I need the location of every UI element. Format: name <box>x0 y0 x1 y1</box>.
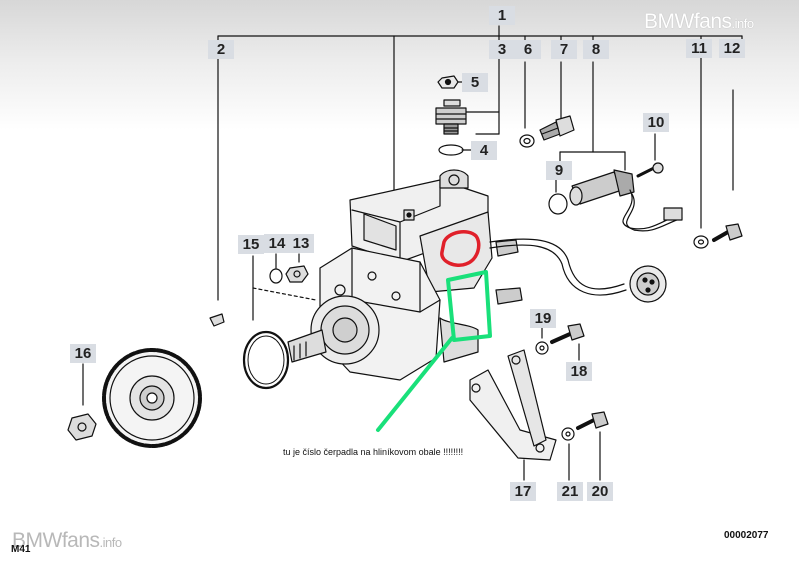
part-3-valve <box>435 99 467 135</box>
part-20-bolt <box>576 411 609 430</box>
callout-5: 5 <box>462 73 488 92</box>
watermark-top: BMWfans.info <box>644 10 754 33</box>
callout-8: 8 <box>583 40 609 59</box>
part-2-key <box>209 313 225 327</box>
callout-11: 11 <box>686 39 712 58</box>
red-highlight-circle <box>440 230 481 267</box>
part-18-bolt <box>550 323 585 344</box>
watermark-bottom: BMWfans.info <box>12 529 122 552</box>
part-8-sensor <box>569 169 683 232</box>
callout-18: 18 <box>566 362 592 381</box>
callout-2: 2 <box>208 40 234 59</box>
callout-12: 12 <box>719 39 745 58</box>
part-9-oring <box>548 193 568 215</box>
callout-7: 7 <box>551 40 577 59</box>
callout-15: 15 <box>238 235 264 254</box>
callout-10: 10 <box>643 113 669 132</box>
callout-19: 19 <box>530 309 556 328</box>
callout-4: 4 <box>471 141 497 160</box>
part-10-screw <box>636 162 664 178</box>
part-21-washer <box>561 427 575 441</box>
part-11-washer <box>693 235 709 249</box>
part-15-oring <box>242 330 290 390</box>
callout-20: 20 <box>587 482 613 501</box>
callout-3: 3 <box>489 40 515 59</box>
green-highlight <box>376 270 492 432</box>
part-4-oring <box>438 144 464 156</box>
part-17-bracket <box>469 349 557 461</box>
callout-6: 6 <box>515 40 541 59</box>
callout-13: 13 <box>288 234 314 253</box>
diagram-code-right: 00002077 <box>724 530 769 541</box>
callout-17: 17 <box>510 482 536 501</box>
leader-lines <box>82 25 743 481</box>
part-16-nut <box>67 413 97 441</box>
part-6-washer <box>519 134 535 148</box>
part-7-bolt <box>539 115 575 141</box>
part-13-nut <box>285 265 309 283</box>
callout-16: 16 <box>70 344 96 363</box>
callout-1: 1 <box>489 6 515 25</box>
part-19-washer <box>535 341 549 355</box>
callout-21: 21 <box>557 482 583 501</box>
part-12-screw <box>712 223 743 242</box>
part-14-washer <box>269 268 283 284</box>
part-5-nut <box>437 75 459 89</box>
annotation-note: tu je číslo čerpadla na hliníkovom obale… <box>283 447 464 457</box>
injection-pump <box>287 169 667 381</box>
diagram-code-left: M41 <box>11 544 31 555</box>
callout-9: 9 <box>546 161 572 180</box>
part-16-sprocket <box>102 348 202 448</box>
callout-14: 14 <box>264 234 290 253</box>
